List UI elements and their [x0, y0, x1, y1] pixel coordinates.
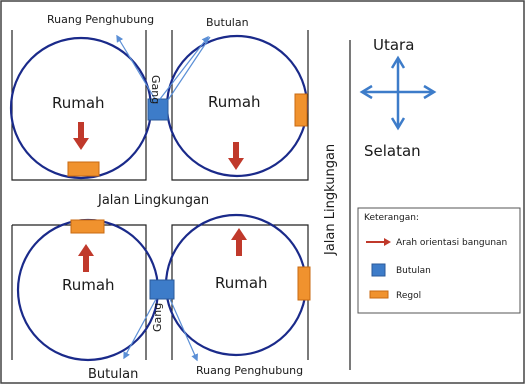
legend-item-butulan: Butulan [371, 263, 431, 277]
label-jalan-lingkungan-horizontal: Jalan Lingkungan [97, 193, 209, 208]
legend-label-arah: Arah orientasi bangunan [396, 238, 507, 248]
label-butulan-bottom: Butulan [88, 367, 138, 382]
orientation-arrow-bottom-right [231, 228, 247, 256]
regol-top-left [67, 161, 100, 177]
butulan-top [147, 98, 169, 121]
legend: Keterangan: Arah orientasi bangunan Butu… [357, 207, 521, 314]
legend-item-regol: Regol [369, 290, 421, 301]
pointer-ruang-penghubung-bottom [169, 298, 198, 362]
label-gang-top: Gang [149, 75, 162, 104]
label-jalan-lingkungan-vertical: Jalan Lingkungan [323, 144, 338, 256]
legend-regol-icon [369, 290, 389, 299]
pointer-butulan-top-b [167, 36, 211, 101]
regol-bottom-left [70, 219, 105, 234]
compass-south-label: Selatan [364, 142, 421, 160]
compass-icon [359, 55, 437, 131]
legend-label-regol: Regol [396, 291, 421, 301]
plot-bottom-left-edge [12, 224, 147, 360]
label-butulan-top: Butulan [206, 16, 249, 29]
label-rumah-top-left: Rumah [52, 94, 105, 112]
label-rumah-bottom-right: Rumah [215, 274, 268, 292]
legend-arrowhead-icon [384, 238, 391, 246]
label-ruang-penghubung-bottom: Ruang Penghubung [196, 364, 303, 377]
pointer-butulan-top-a [159, 35, 209, 100]
label-gang-bottom: Gang [151, 303, 164, 332]
legend-item-arrow: Arah orientasi bangunan [366, 238, 507, 248]
label-rumah-top-right: Rumah [208, 93, 261, 111]
regol-bottom-right [297, 266, 311, 301]
pointer-butulan-bottom [123, 298, 157, 360]
butulan-bottom [149, 279, 175, 300]
orientation-arrow-top-right [228, 142, 244, 170]
orientation-arrow-bottom-left [78, 244, 94, 272]
orientation-arrow-top-left [73, 122, 89, 150]
compass-north-label: Utara [373, 36, 414, 54]
label-rumah-bottom-left: Rumah [62, 276, 115, 294]
label-ruang-penghubung-top: Ruang Penghubung [47, 13, 154, 26]
legend-butulan-icon [371, 263, 386, 277]
legend-title: Keterangan: [364, 213, 419, 223]
regol-top-right [294, 93, 308, 127]
legend-label-butulan: Butulan [396, 266, 431, 276]
pointer-ruang-penghubung-top [116, 34, 156, 100]
